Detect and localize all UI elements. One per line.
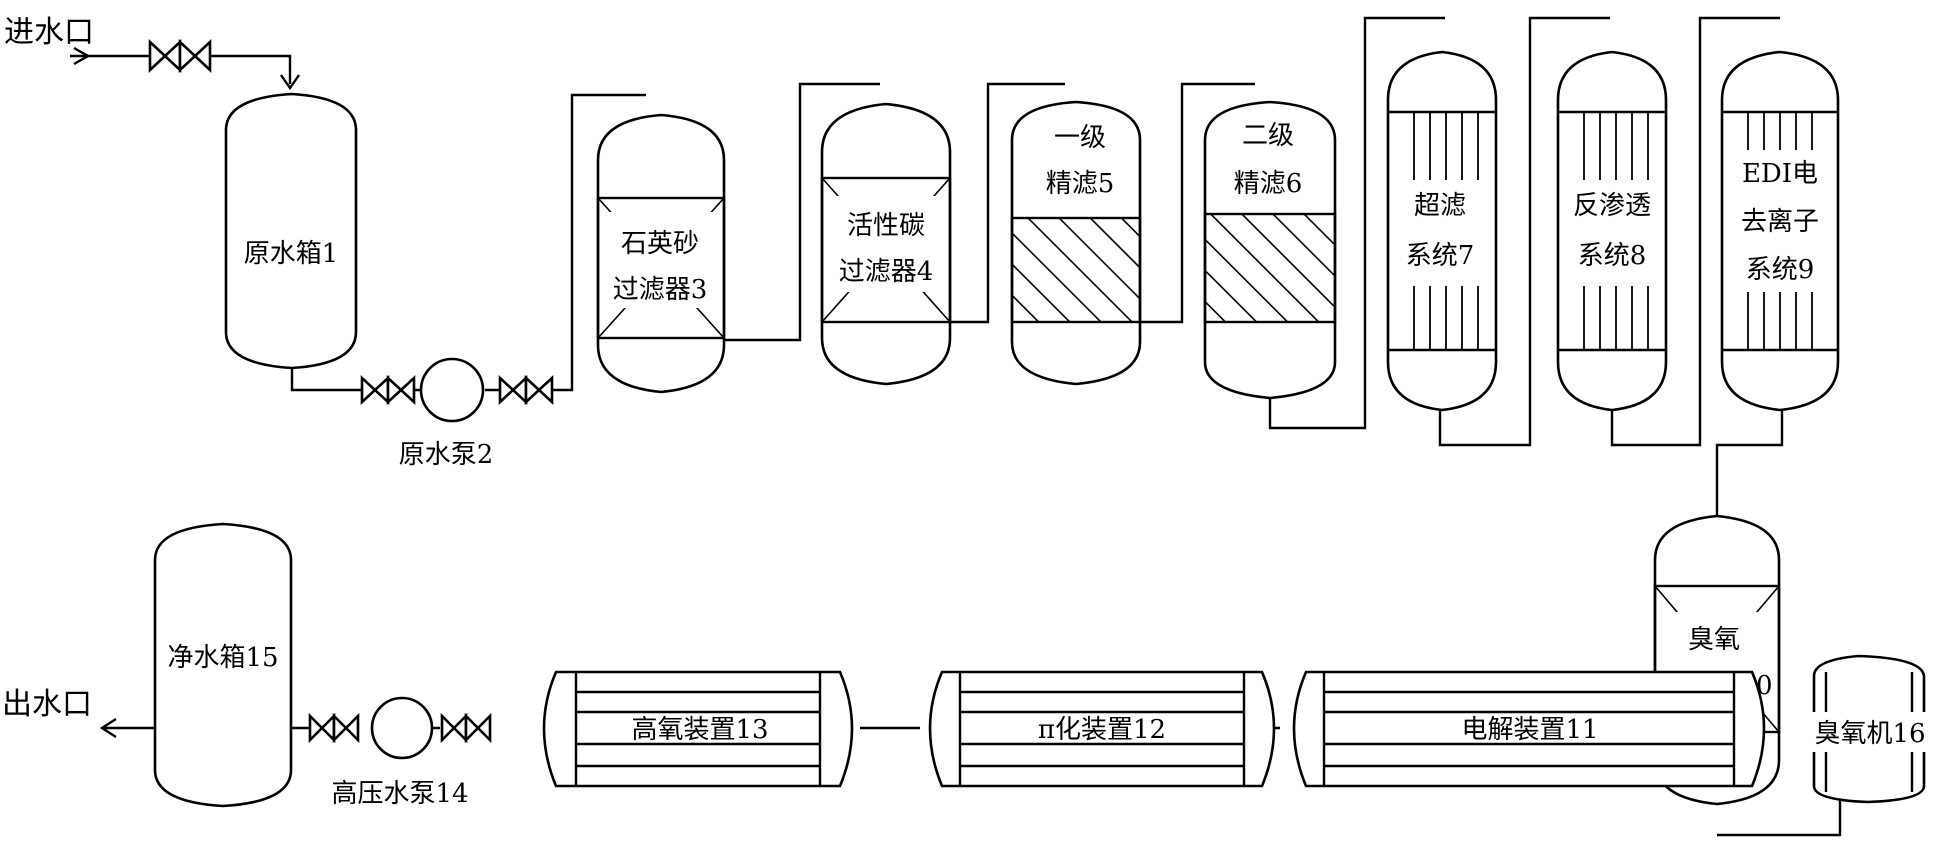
quartz-sand-filter: 石英砂 过滤器3: [596, 113, 726, 394]
quartz-filter-label-line1: 石英砂: [621, 229, 699, 259]
valve-pump2-out: [498, 375, 554, 405]
ozone-tower-label-line1: 臭氧: [1688, 625, 1740, 655]
fine-filter-2-label-line1: 二级: [1242, 121, 1294, 151]
raw-water-pump-label: 原水泵2: [399, 440, 494, 470]
pi-device-label: π化装置12: [1038, 715, 1166, 745]
reverse-osmosis-label-line2: 系统8: [1578, 241, 1647, 271]
valve-pump2-in: [360, 375, 416, 405]
pipe-uf-ro: [1438, 16, 1610, 447]
valve-inlet: [148, 39, 212, 73]
raw-water-pump: 原水泵2: [399, 357, 494, 470]
high-oxygen-device: 高氧装置13: [542, 670, 854, 788]
edi-system: EDI电 去离子 系统9: [1720, 50, 1840, 412]
pi-device: π化装置12: [928, 670, 1276, 788]
ozone-generator-label: 臭氧机16: [1814, 719, 1925, 749]
inlet-arrow-head: [280, 74, 300, 91]
reverse-osmosis-label-line1: 反渗透: [1573, 191, 1651, 221]
ultrafiltration-system: 超滤 系统7: [1386, 50, 1498, 412]
fine-filter-1-label-line1: 一级: [1054, 123, 1106, 153]
outlet-label: 出水口: [2, 687, 92, 722]
fine-filter-1: 一级 精滤5: [1010, 100, 1142, 386]
inlet-arrow-head-left: [73, 46, 91, 66]
pipe-quartz-carbon: [725, 82, 880, 342]
fine-filter-2-label-line2: 精滤6: [1234, 169, 1303, 199]
pipe-tank1-pump2: [290, 368, 420, 392]
raw-water-tank: 原水箱1: [224, 92, 358, 370]
quartz-filter-label-line2: 过滤器3: [613, 275, 708, 305]
high-pressure-pump-label: 高压水泵14: [331, 779, 468, 809]
pipe-edi-ozone: [1715, 410, 1784, 520]
edi-label-line2: 去离子: [1741, 207, 1819, 237]
ultrafiltration-label-line1: 超滤: [1414, 191, 1466, 221]
edi-label-line1: EDI电: [1742, 159, 1818, 189]
valves: [148, 39, 554, 744]
inlet-pipe: [70, 54, 292, 84]
clean-water-tank: 净水箱15: [153, 522, 293, 808]
inlet-label: 进水口: [4, 15, 94, 50]
clean-water-tank-label: 净水箱15: [167, 643, 278, 673]
high-pressure-pump: 高压水泵14: [331, 696, 469, 809]
pipe-ro-edi: [1610, 16, 1780, 447]
valve-pump14-in: [308, 712, 360, 744]
carbon-filter-label-line1: 活性碳: [847, 211, 925, 241]
ultrafiltration-label-line2: 系统7: [1406, 241, 1475, 271]
outlet-arrow-head: [99, 717, 117, 739]
pipe-ozone-gen: [1717, 800, 1842, 837]
carbon-filter-label-line2: 过滤器4: [839, 257, 934, 287]
raw-water-tank-label: 原水箱1: [244, 239, 339, 269]
fine-filter-1-label-line2: 精滤5: [1046, 169, 1115, 199]
high-oxygen-label: 高氧装置13: [631, 715, 768, 745]
electrolysis-device: 电解装置11: [1292, 670, 1766, 788]
activated-carbon-filter: 活性碳 过滤器4: [820, 102, 952, 386]
fine-filter-2: 二级 精滤6: [1203, 100, 1337, 400]
electrolysis-label: 电解装置11: [1461, 715, 1598, 745]
pipe-fine1-fine2: [1140, 82, 1255, 324]
edi-label-line3: 系统9: [1746, 255, 1815, 285]
reverse-osmosis-system: 反渗透 系统8: [1556, 50, 1668, 412]
valve-pump14-out: [440, 712, 492, 744]
pipe-carbon-fine1: [950, 82, 1065, 324]
pipe-fine2-uf: [1268, 16, 1445, 430]
ozone-generator: 臭氧机16: [1806, 654, 1934, 804]
